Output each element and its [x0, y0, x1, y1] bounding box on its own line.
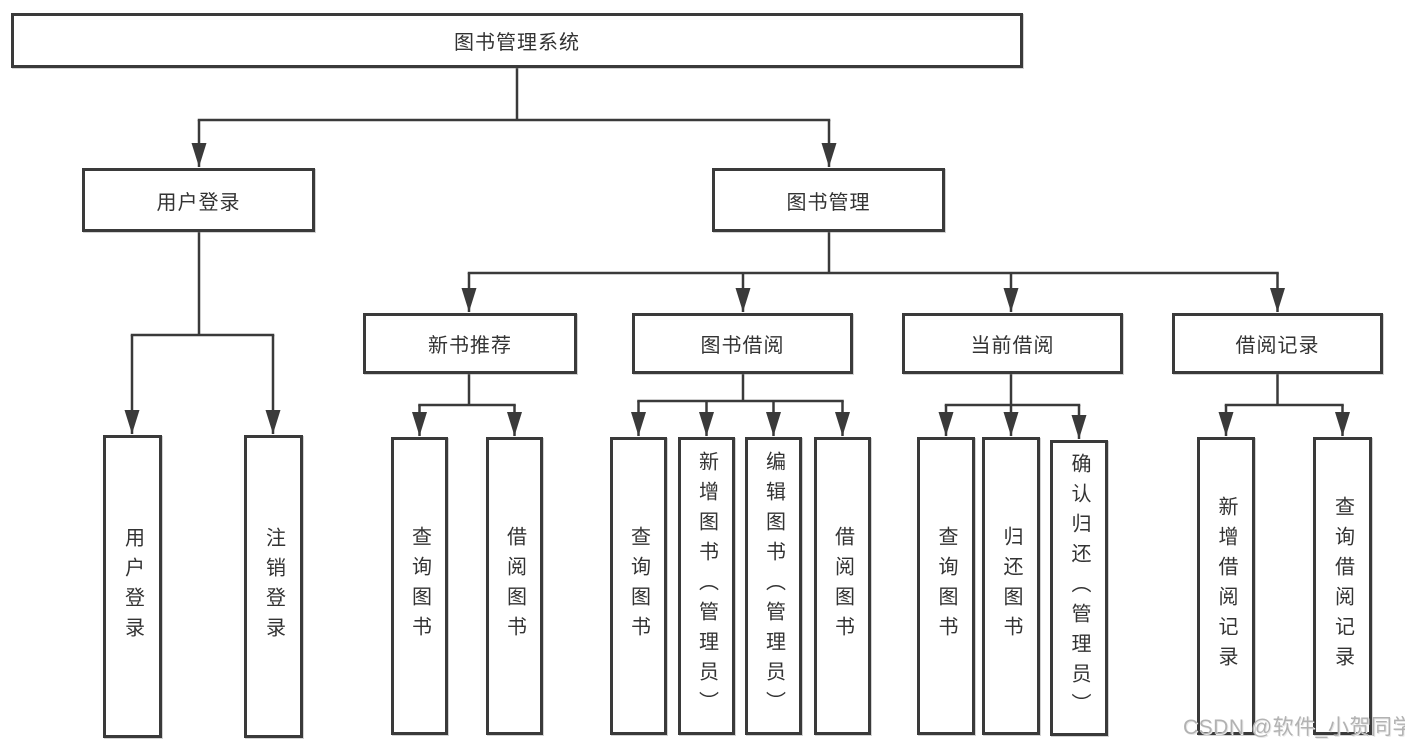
leaf-current-query: 查询图书 [917, 437, 975, 735]
leaf-current-return: 归还图书 [982, 437, 1040, 735]
leaf-borrow-add-admin: 新增图书（管理员） [678, 437, 735, 735]
node-root-system: 图书管理系统 [11, 13, 1023, 68]
leaf-records-query: 查询借阅记录 [1313, 437, 1372, 735]
node-current-borrow: 当前借阅 [902, 313, 1123, 374]
leaf-user-login: 用户登录 [103, 435, 162, 738]
leaf-newbook-borrow: 借阅图书 [486, 437, 543, 735]
leaf-borrow-query: 查询图书 [610, 437, 667, 735]
node-user-login: 用户登录 [82, 168, 315, 232]
leaf-borrow-book: 借阅图书 [814, 437, 871, 735]
leaf-borrow-edit-admin: 编辑图书（管理员） [745, 437, 802, 735]
leaf-newbook-query: 查询图书 [391, 437, 448, 735]
watermark-text: CSDN @软件_小贺同学 [1183, 716, 1405, 739]
leaf-records-add: 新增借阅记录 [1197, 437, 1255, 735]
node-book-borrow: 图书借阅 [632, 313, 853, 374]
leaf-logout: 注销登录 [244, 435, 303, 738]
leaf-current-confirm-admin: 确认归还（管理员） [1050, 440, 1108, 736]
node-book-management: 图书管理 [712, 168, 945, 232]
node-borrow-records: 借阅记录 [1172, 313, 1383, 374]
node-new-book-recommend: 新书推荐 [363, 313, 577, 374]
